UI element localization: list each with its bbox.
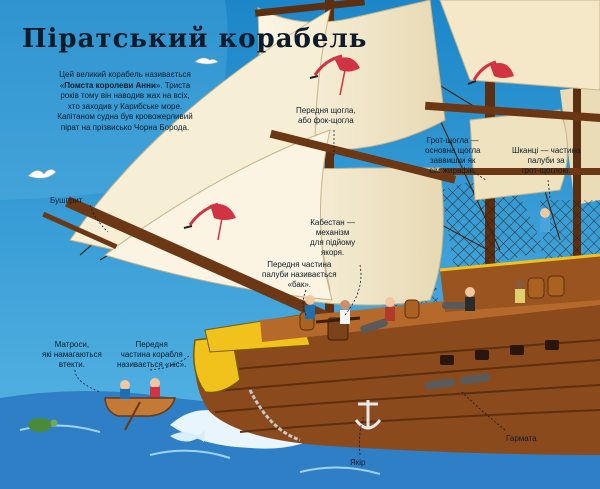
label-bowsprit: Бушприт — [50, 196, 83, 205]
bowsprit-tip — [42, 211, 118, 250]
label-foremast: Передня щогла, або фок-щогла — [296, 106, 356, 125]
label-capstan: Кабестан — механізм для підйому якоря. — [310, 218, 356, 257]
intro-text-end: ». Триста років тому він наводив жах на … — [57, 80, 193, 132]
yard-main — [424, 101, 600, 123]
label-sailors: Матроси, які намагаються втекти. — [42, 340, 102, 369]
label-forecastle: Передня частина палуби називається «бак»… — [262, 260, 337, 289]
intro-text: Цей великий корабель називається «Помста… — [54, 70, 196, 133]
rowboat — [104, 378, 177, 431]
bowsprit-spar — [65, 196, 335, 325]
anchor-chain — [248, 389, 301, 442]
yard-main-2 — [440, 168, 600, 175]
leader-lines — [74, 130, 551, 456]
yard-mid — [269, 129, 457, 184]
flamingo-icon-3 — [467, 60, 514, 85]
seagulls — [27, 57, 219, 179]
railing — [439, 253, 600, 272]
shrouds-net — [442, 170, 545, 275]
cannons — [360, 302, 491, 390]
label-cannon: Гармата — [506, 434, 537, 443]
page-title: Піратський корабель — [22, 24, 368, 54]
main-sail — [439, 0, 600, 91]
label-mainmast: Грот-щогла — основна щогла заввишки як с… — [425, 136, 481, 175]
pirates — [305, 208, 550, 324]
sea-foam — [19, 424, 501, 475]
flamingo-icon-2 — [183, 202, 236, 241]
flamingo-icon — [309, 54, 360, 96]
fore-mast — [325, 0, 334, 330]
label-anchor: Якір — [350, 458, 366, 467]
label-quarterdeck: Шканці — частина палуби за грот-щоглою. — [512, 146, 581, 175]
turtle — [28, 418, 58, 432]
hull-planks — [204, 339, 600, 433]
label-bow: Передня частина корабля називається «ніс… — [117, 340, 187, 369]
barrels — [299, 275, 565, 331]
gun-ports — [440, 340, 559, 365]
ship-name: Помста королеви Анни — [64, 80, 156, 90]
intro-text-start: Цей великий корабель називається « — [59, 70, 191, 90]
shrouds-net-3 — [540, 200, 600, 260]
anchor — [354, 400, 382, 430]
yard-top — [254, 0, 366, 17]
flying-fish — [170, 430, 205, 442]
